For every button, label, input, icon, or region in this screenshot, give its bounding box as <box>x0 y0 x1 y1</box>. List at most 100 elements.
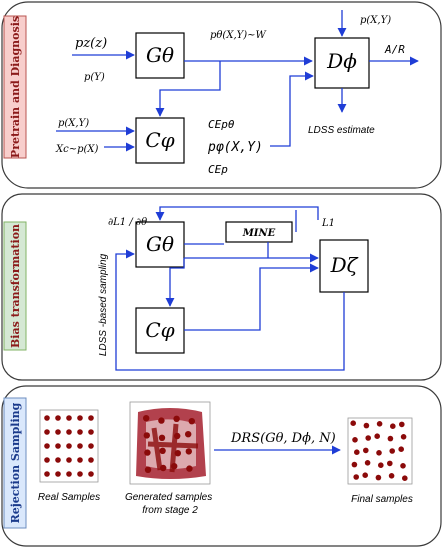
sample-dot <box>365 435 372 441</box>
generator-box <box>135 32 185 79</box>
sample-dot <box>171 463 178 470</box>
stage3-tab <box>3 397 27 529</box>
gradient-label: ∂L1 / ∂θ <box>108 217 147 228</box>
sample-dot <box>378 462 384 469</box>
sample-dot <box>188 418 195 425</box>
sample-dot <box>387 435 394 442</box>
sample-dot <box>66 457 72 463</box>
sample-dot <box>55 415 61 421</box>
generated-samples-blob <box>136 408 206 479</box>
sample-dot <box>389 448 396 454</box>
input-pz: pz(z) <box>75 36 107 51</box>
sample-dot <box>186 465 193 472</box>
sample-dot <box>66 415 72 421</box>
sample-dot <box>376 450 382 456</box>
sample-dot <box>44 457 50 463</box>
real-samples-caption: Real Samples <box>38 492 100 503</box>
generator-label: Gθ <box>146 43 174 67</box>
ldss-estimate-label: LDSS estimate <box>308 125 375 136</box>
sample-dot <box>174 450 181 457</box>
sample-dot <box>77 457 83 463</box>
sample-dot <box>77 443 83 449</box>
sample-dot <box>400 463 406 469</box>
discriminator-box <box>314 37 370 89</box>
sample-dot <box>160 464 167 472</box>
arrow-loss-feedback <box>155 206 319 221</box>
ce-ptheta-label: CEpθ <box>208 118 235 131</box>
sample-dot <box>143 415 150 422</box>
final-samples-caption: Final samples <box>351 494 413 505</box>
sample-dot <box>55 443 61 449</box>
sample-dot <box>158 434 166 441</box>
sample-dot <box>88 443 94 449</box>
sample-dot <box>159 447 166 454</box>
sample-dot <box>88 457 94 463</box>
sample-dot <box>55 471 61 477</box>
sample-dot <box>77 471 83 477</box>
generated-samples-caption: Generated samples from stage 2 <box>125 492 215 516</box>
arrow-ldss-sampling-loop <box>115 249 345 371</box>
ldss-sampling-label: LDSS -based sampling <box>98 253 109 356</box>
arrow-generator-to-classifier-2 <box>165 258 185 307</box>
stage3-tab-label: Rejection Sampling <box>9 402 22 523</box>
sample-dot <box>185 448 192 455</box>
real-input-label: p(X,Y) <box>360 15 391 26</box>
sample-dot <box>362 472 369 479</box>
sample-dot <box>55 429 61 435</box>
sample-dot <box>88 415 94 421</box>
sample-dot <box>44 471 50 477</box>
sample-dot <box>173 415 180 422</box>
p-phi-label: pφ(X,Y) <box>207 140 263 155</box>
sample-dot <box>351 461 358 468</box>
discriminator-output-label: A/R <box>384 43 405 56</box>
sample-dot <box>66 471 72 477</box>
sample-dot <box>364 460 371 466</box>
stage2-panel <box>1 193 442 381</box>
sample-dot <box>375 474 382 481</box>
sample-dot <box>66 429 72 435</box>
sample-dot <box>158 417 165 424</box>
stage2-discriminator-label: Dζ <box>330 253 359 277</box>
discriminator-label: Dϕ <box>326 49 357 73</box>
sample-dot <box>77 429 83 435</box>
stage1-tab <box>3 15 27 159</box>
stage2-generator-box <box>135 221 185 268</box>
sample-dot <box>77 415 83 421</box>
sample-dot <box>44 415 50 421</box>
sample-dot <box>388 473 395 479</box>
classifier-label: Cφ <box>145 128 174 152</box>
sample-dot <box>66 443 72 449</box>
real-samples-dots <box>44 415 94 477</box>
arrow-classifier-to-discriminator-2 <box>184 263 319 331</box>
generated-samples-dots <box>143 415 195 473</box>
sample-dot <box>398 446 405 453</box>
sample-dot <box>144 466 152 473</box>
sample-dot <box>44 443 50 449</box>
arrow-generator-to-classifier <box>155 61 221 117</box>
sample-dot <box>88 429 94 435</box>
sample-dot <box>400 434 407 440</box>
classifier-input-pxy: p(X,Y) <box>58 118 89 129</box>
classifier-box <box>135 117 185 164</box>
sample-dot <box>350 420 357 427</box>
sample-dot <box>143 432 150 439</box>
sample-dot <box>390 423 396 430</box>
classifier-input-xc: Xc~p(X) <box>55 144 99 155</box>
sample-dot <box>55 457 61 463</box>
stage2-classifier-label: Cφ <box>145 318 174 342</box>
sample-dot <box>174 432 181 440</box>
sample-dot <box>354 449 360 456</box>
input-py: p(Y) <box>84 72 105 83</box>
ce-p-label: CEp <box>208 163 228 176</box>
final-samples-dots <box>350 420 408 482</box>
sample-dot <box>363 422 370 429</box>
stage2-discriminator-box <box>319 239 369 293</box>
sample-dot <box>399 421 405 428</box>
generator-output-label: pθ(X,Y)~W <box>210 30 267 41</box>
stage3-panel <box>1 385 442 547</box>
arrow-classifier-to-discriminator <box>270 71 314 147</box>
sample-dot <box>88 471 94 477</box>
stage2-tab <box>3 221 27 351</box>
l1-label: L1 <box>321 218 335 229</box>
